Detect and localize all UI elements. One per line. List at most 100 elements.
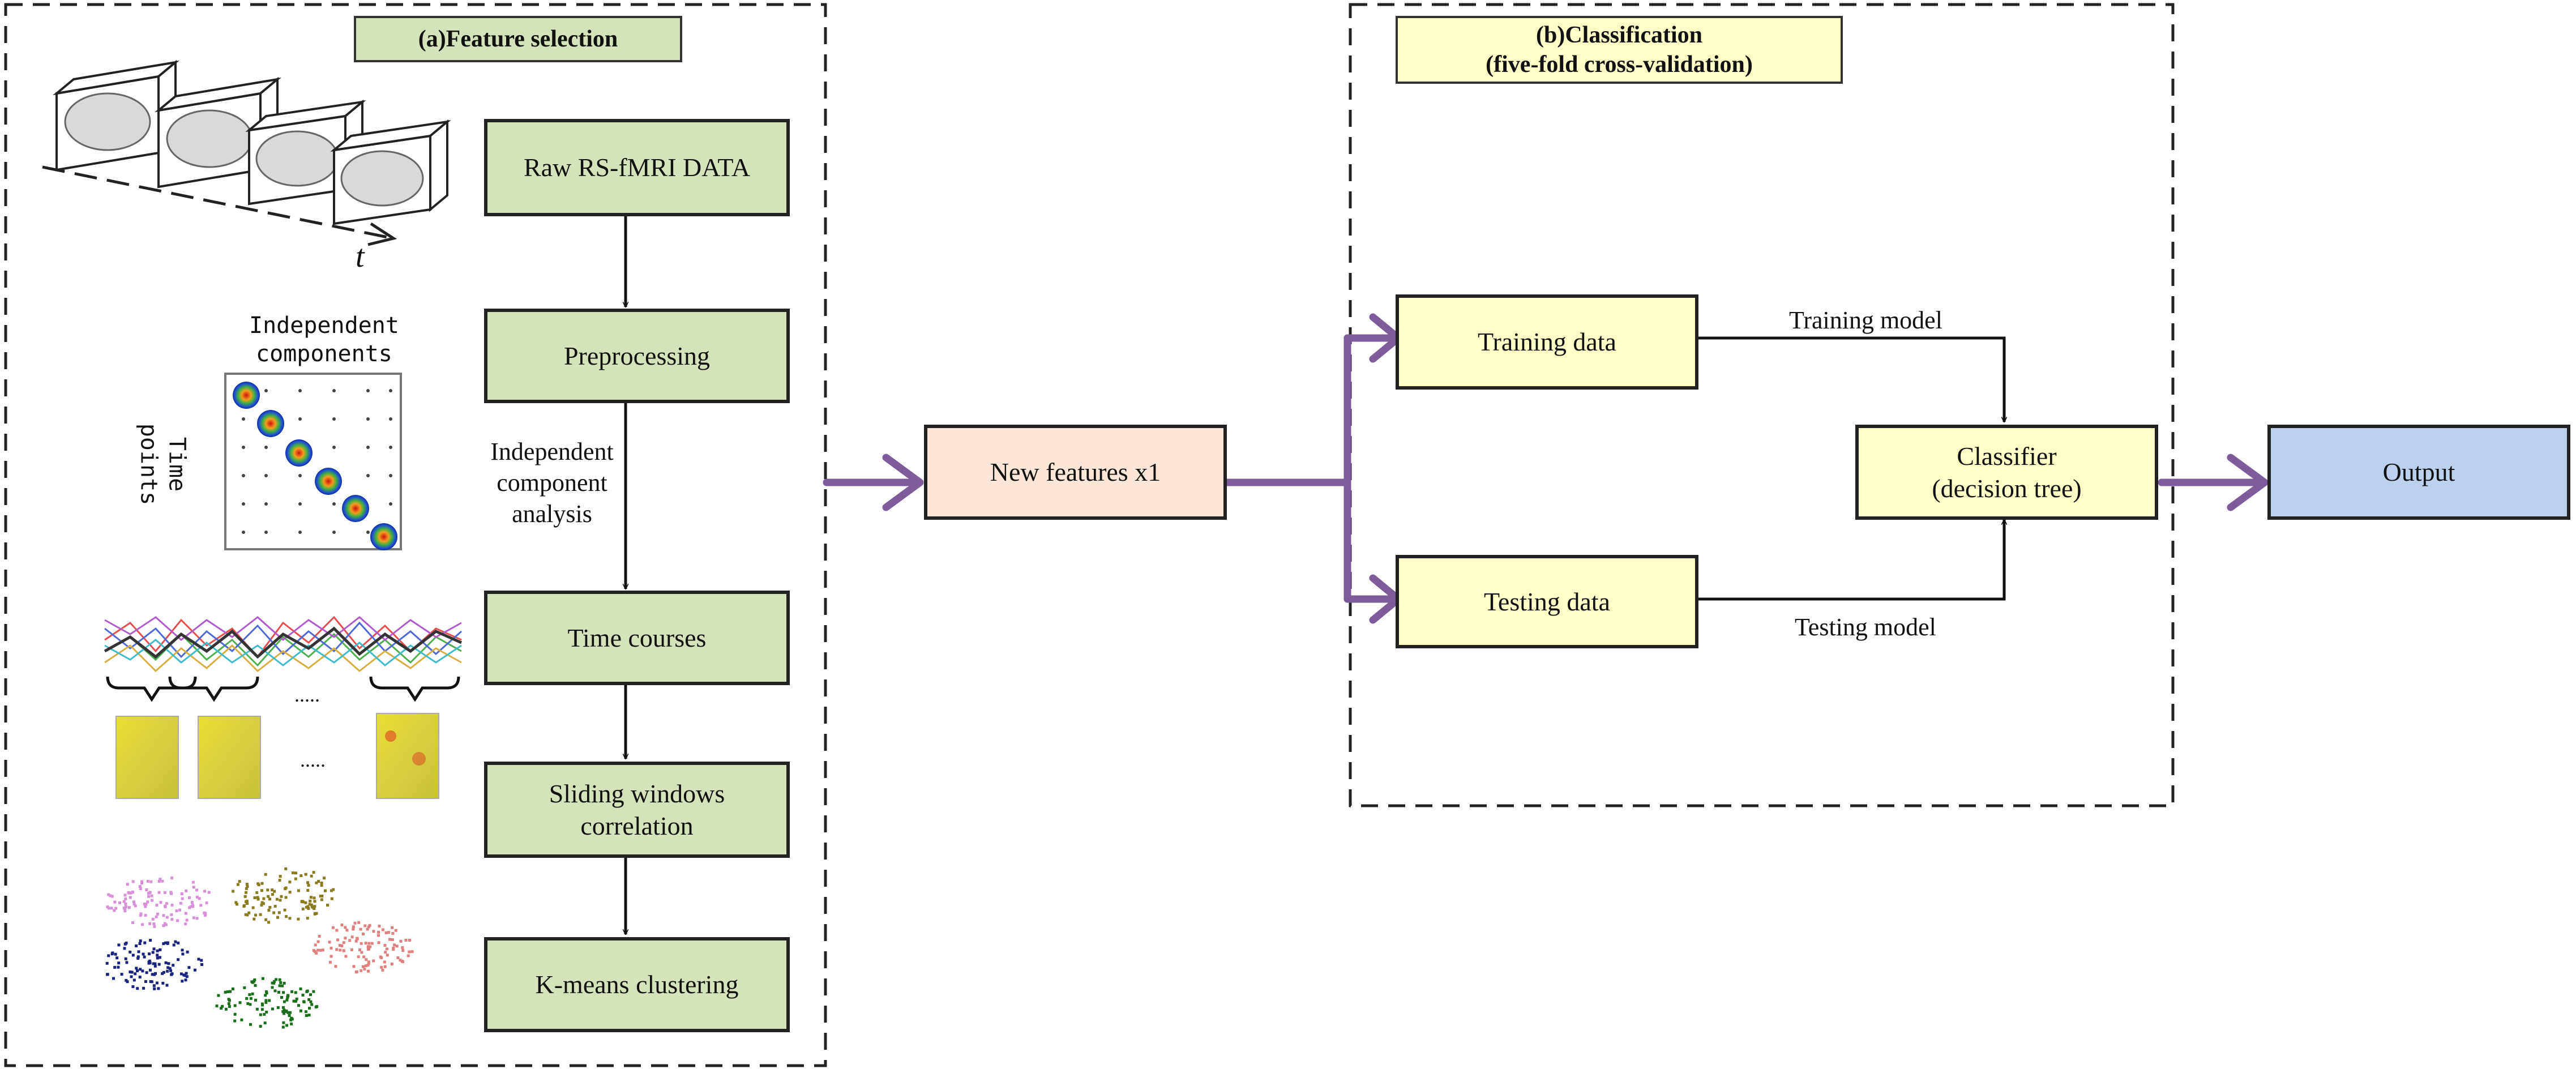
- cluster-point: [360, 951, 363, 954]
- cluster-point: [143, 955, 146, 959]
- cluster-point: [170, 918, 174, 921]
- cluster-point: [177, 941, 180, 944]
- classifier-box: Classifier (decision tree): [1855, 425, 2158, 520]
- cluster-point: [142, 986, 146, 990]
- cluster-point: [150, 980, 153, 984]
- cluster-point: [307, 998, 311, 1001]
- cluster-point: [354, 939, 358, 943]
- cluster-point: [144, 914, 147, 917]
- cluster-point: [310, 874, 313, 878]
- cluster-point: [148, 952, 151, 956]
- cluster-point: [250, 980, 254, 984]
- cluster-point: [185, 972, 188, 975]
- cluster-point: [399, 959, 402, 962]
- cluster-point: [263, 1021, 267, 1025]
- cluster-point: [281, 1010, 285, 1014]
- cluster-point: [156, 912, 159, 916]
- cluster-point: [264, 918, 268, 921]
- cluster-point: [362, 955, 366, 959]
- cluster-point: [330, 955, 333, 958]
- cluster-point: [151, 917, 155, 921]
- cluster-point: [184, 978, 187, 982]
- cluster-point: [125, 961, 129, 964]
- cluster-point: [139, 968, 142, 971]
- cluster-point: [243, 986, 246, 989]
- cluster-point: [134, 972, 137, 976]
- cluster-point: [178, 908, 182, 912]
- cluster-point: [340, 924, 344, 927]
- cluster-point: [248, 993, 251, 997]
- correlation-heatmaps: [115, 713, 439, 799]
- cluster-point: [253, 917, 256, 921]
- cluster-point: [390, 963, 393, 965]
- cluster-point: [404, 938, 408, 942]
- cluster-point: [110, 952, 114, 956]
- cluster-point: [185, 975, 189, 978]
- cluster-point: [254, 998, 257, 1002]
- cluster-point: [163, 922, 166, 925]
- cluster-point: [155, 915, 158, 918]
- cluster-point: [244, 913, 247, 916]
- cluster-point: [159, 948, 162, 951]
- cluster-point: [356, 937, 359, 941]
- cluster-point: [200, 959, 203, 962]
- cluster-point: [166, 941, 169, 944]
- cluster-point: [130, 971, 134, 974]
- cluster-point: [195, 888, 199, 892]
- cluster-point: [144, 980, 147, 983]
- ellipsis-bottom: .....: [300, 749, 326, 771]
- cluster-point: [229, 990, 232, 993]
- cluster-point: [166, 969, 169, 973]
- cluster-point: [138, 976, 142, 979]
- cluster-point: [307, 884, 310, 887]
- cluster-point: [114, 952, 117, 956]
- cluster-point: [321, 948, 324, 952]
- cluster-point: [278, 978, 281, 981]
- cluster-point: [284, 867, 288, 870]
- cluster-point: [314, 1006, 318, 1008]
- cluster-point: [179, 901, 182, 905]
- cluster-point: [367, 969, 370, 973]
- cluster-point: [131, 891, 134, 894]
- cluster-point: [256, 897, 260, 901]
- cluster-point: [127, 906, 131, 909]
- cluster-point: [320, 881, 323, 884]
- cluster-point: [319, 948, 323, 952]
- cluster-point: [295, 997, 298, 1001]
- cluster-point: [265, 1010, 268, 1014]
- cluster-point: [177, 958, 180, 961]
- sliding-windows-line2: correlation: [580, 811, 694, 840]
- cluster-point: [365, 958, 368, 961]
- time-axis-line: [42, 165, 391, 240]
- cluster-point: [188, 896, 191, 899]
- cluster-point: [271, 888, 274, 892]
- cluster-point: [143, 941, 147, 944]
- cluster-point: [127, 891, 130, 894]
- cluster-point: [316, 948, 320, 952]
- cluster-point: [145, 888, 148, 891]
- cluster-point: [277, 990, 280, 994]
- cluster-point: [170, 913, 173, 916]
- cluster-point: [308, 903, 311, 906]
- ica-label-line1: Independent: [490, 438, 614, 465]
- time-points-label: Time points: [134, 424, 191, 506]
- cluster-point: [277, 911, 281, 914]
- cluster-point: [264, 994, 267, 997]
- cluster-point: [165, 984, 169, 987]
- cluster-point: [297, 917, 300, 921]
- cluster-point: [326, 904, 329, 907]
- cluster-point: [285, 998, 289, 1002]
- cluster-point: [273, 980, 276, 983]
- cluster-point: [330, 947, 333, 950]
- cluster-point: [174, 940, 177, 943]
- cluster-point: [148, 891, 152, 894]
- cluster-point: [255, 891, 259, 894]
- cluster-point: [120, 973, 123, 976]
- cluster-point: [114, 907, 118, 910]
- cluster-point: [125, 905, 127, 909]
- cluster-point: [246, 885, 249, 888]
- classification-title-line1: (b)Classification: [1536, 22, 1702, 48]
- cluster-point: [334, 965, 337, 968]
- cluster-point: [139, 939, 142, 943]
- cluster-point: [391, 932, 395, 935]
